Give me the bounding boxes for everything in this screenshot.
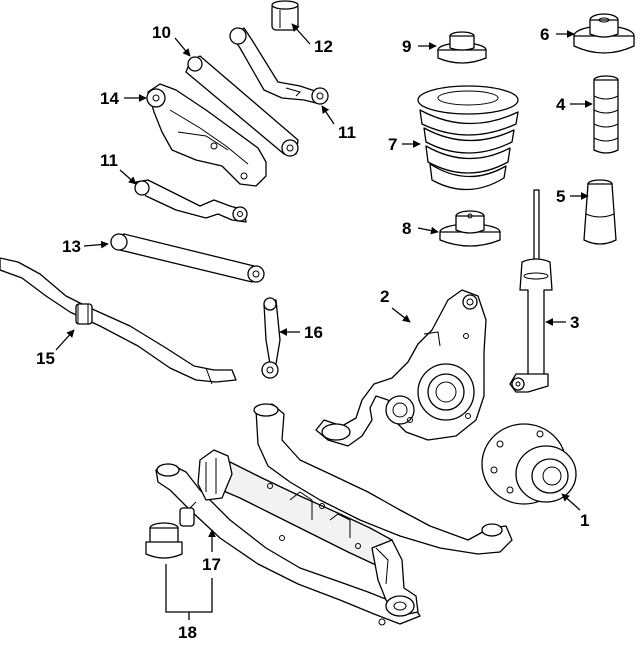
spring-seat-lower-8 <box>439 210 501 247</box>
callout-15: 15 <box>36 349 55 368</box>
toe-link-13 <box>110 233 265 283</box>
subframe-17 <box>155 403 513 626</box>
callout-2: 2 <box>380 287 389 306</box>
callout-3: 3 <box>570 313 579 332</box>
callout-4: 4 <box>556 95 566 114</box>
callout-11-lower: 11 <box>100 151 118 170</box>
spring-seat-upper-9 <box>437 31 487 64</box>
knuckle-2 <box>315 289 487 447</box>
bump-stop-4 <box>593 75 619 154</box>
dust-boot-5 <box>583 179 617 245</box>
callout-9: 9 <box>402 37 411 56</box>
callout-6: 6 <box>540 25 549 44</box>
lower-arm-14 <box>146 83 267 187</box>
stabilizer-link-16 <box>261 297 281 379</box>
callout-16: 16 <box>304 323 323 342</box>
callout-7: 7 <box>388 135 397 154</box>
hub-bearing-1 <box>481 423 577 505</box>
strut-mount-6 <box>573 13 635 54</box>
stabilizer-bar-15 <box>0 257 237 385</box>
leader-lines <box>55 23 593 620</box>
bushing-12 <box>271 0 299 31</box>
coil-spring-7 <box>417 85 519 191</box>
callout-14: 14 <box>100 89 119 108</box>
upper-control-arm-10 <box>185 55 299 157</box>
callout-12: 12 <box>314 37 333 56</box>
callout-5: 5 <box>556 187 565 206</box>
callout-labels: 10 12 11 14 11 13 15 16 9 7 8 6 4 5 3 2 … <box>36 23 589 642</box>
callout-8: 8 <box>402 219 411 238</box>
callout-11-upper: 11 <box>338 123 356 142</box>
callout-1: 1 <box>580 511 589 530</box>
callout-10: 10 <box>152 23 171 42</box>
lateral-link-11-lower <box>134 179 248 223</box>
bushing-18 <box>145 522 183 559</box>
callout-17: 17 <box>202 555 221 574</box>
callout-13: 13 <box>62 237 81 256</box>
shock-absorber-3 <box>509 189 553 393</box>
callout-18: 18 <box>178 623 197 642</box>
lateral-link-11-upper <box>229 27 329 105</box>
